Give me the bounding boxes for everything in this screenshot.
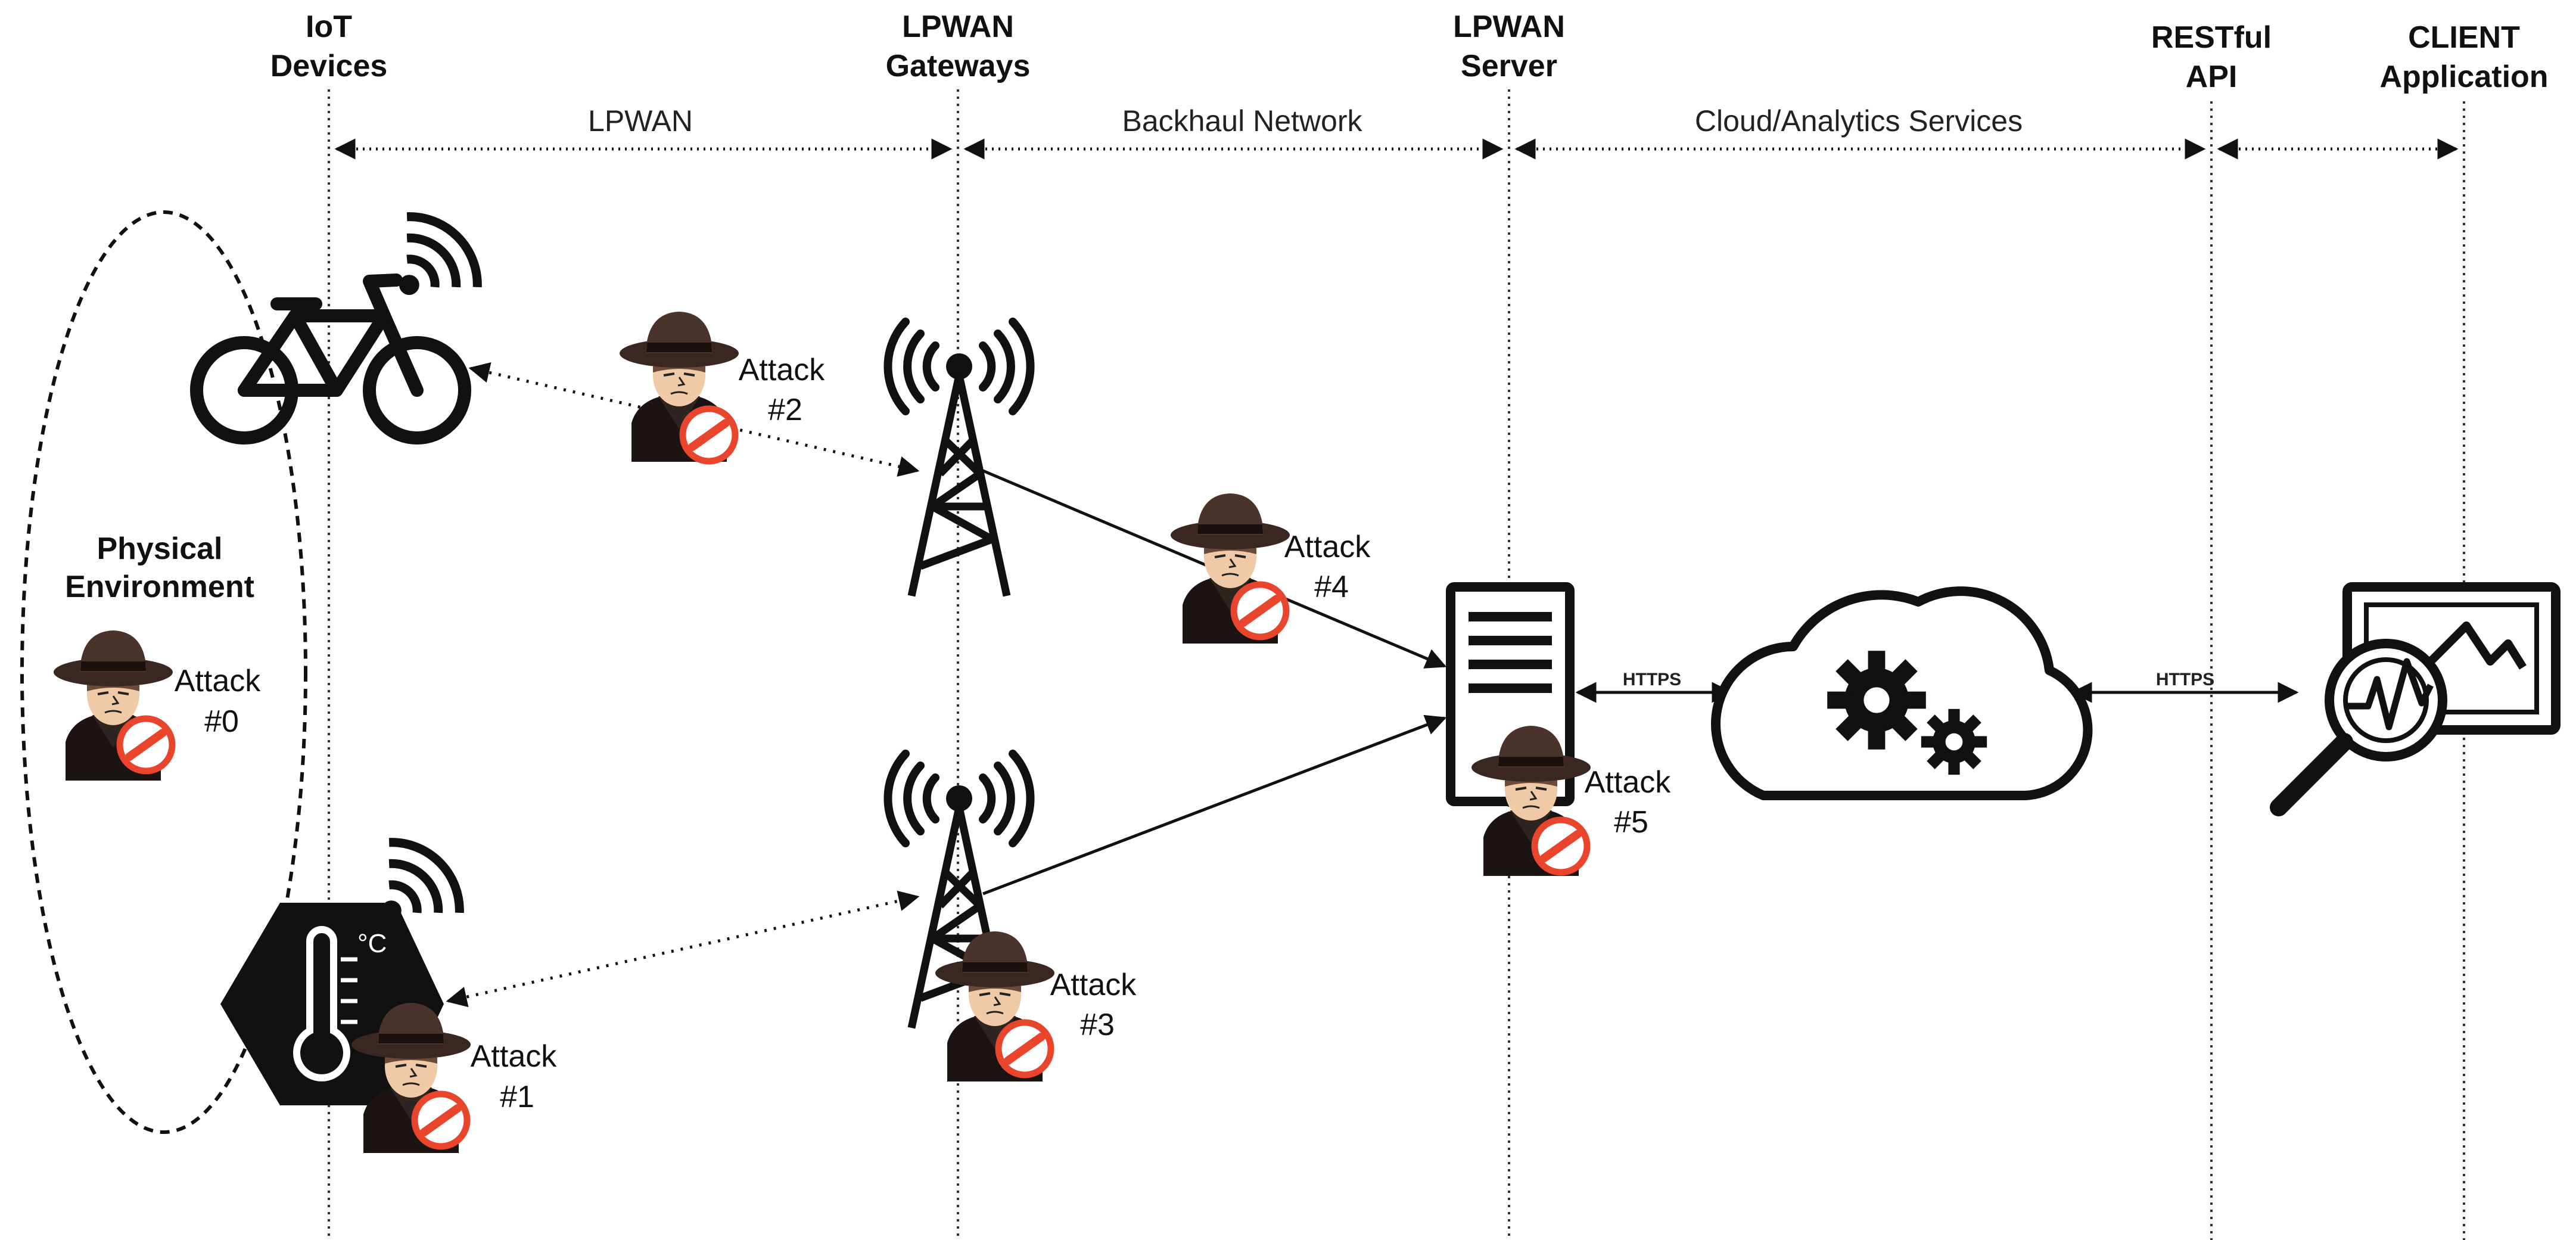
attack-label-number: #1: [500, 1080, 534, 1114]
radio-tower-icon: [888, 322, 1030, 596]
column-header-line2: Gateways: [886, 49, 1031, 83]
no-entry-icon: [415, 1094, 467, 1146]
column-header-iot: IoT Devices: [270, 10, 388, 83]
attack-label-word: Attack: [175, 664, 261, 698]
attack-label-number: #2: [768, 393, 802, 427]
attack-1: Attack #1: [351, 1002, 557, 1153]
column-header-line1: LPWAN: [1453, 10, 1565, 44]
column-header-gateways: LPWAN Gateways: [886, 10, 1031, 83]
column-header-line1: LPWAN: [902, 10, 1014, 44]
column-header-client: CLIENT Application: [2379, 20, 2548, 94]
column-header-line1: IoT: [306, 10, 352, 44]
attack-label-word: Attack: [739, 353, 825, 387]
attack-label-number: #0: [204, 704, 239, 739]
no-entry-icon: [1234, 585, 1286, 637]
no-entry-icon: [998, 1023, 1051, 1075]
no-entry-icon: [120, 719, 172, 771]
attack-0: Attack #0: [54, 629, 261, 781]
column-header-server: LPWAN Server: [1453, 10, 1565, 83]
attack-label-number: #5: [1614, 805, 1648, 840]
attack-label-word: Attack: [1585, 765, 1671, 800]
segment-label-backhaul: Backhaul Network: [1122, 104, 1363, 138]
https-label-server-cloud: HTTPS: [1623, 670, 1681, 689]
column-divider-lines: [328, 89, 2465, 1240]
segment-label-lpwan: LPWAN: [588, 104, 693, 138]
attack-label-word: Attack: [1050, 968, 1137, 1002]
column-header-line2: Devices: [270, 49, 388, 83]
attack-label-number: #4: [1314, 570, 1349, 604]
attack-label-number: #3: [1080, 1008, 1115, 1042]
environment-label-line2: Environment: [65, 570, 254, 604]
column-header-line1: CLIENT: [2408, 20, 2520, 55]
wifi-signal-icon: [399, 217, 477, 295]
attack-2: Attack #2: [620, 310, 825, 462]
cloud-gears-icon: [1711, 586, 2093, 800]
no-entry-icon: [1535, 820, 1587, 872]
attack-label-word: Attack: [471, 1039, 557, 1074]
thermometer-unit-label: °C: [357, 929, 387, 958]
radio-links: [446, 362, 920, 1008]
https-label-cloud-client: HTTPS: [2156, 670, 2214, 689]
column-header-line2: API: [2186, 60, 2238, 94]
column-header-line2: Application: [2379, 60, 2548, 94]
attack-label-word: Attack: [1284, 530, 1371, 564]
wifi-signal-icon: [381, 843, 459, 921]
attack-5: Attack #5: [1471, 725, 1671, 876]
column-header-line1: RESTful: [2151, 20, 2272, 55]
attack-3: Attack #3: [935, 930, 1137, 1081]
column-header-line2: Server: [1461, 49, 1557, 83]
environment-label-line1: Physical: [97, 532, 222, 566]
physical-environment-boundary: [20, 210, 307, 1134]
analytics-monitor-icon: [2270, 582, 2561, 816]
attack-4: Attack #4: [1171, 492, 1371, 644]
segment-label-cloud: Cloud/Analytics Services: [1695, 104, 2023, 138]
no-entry-icon: [683, 409, 735, 461]
column-header-api: RESTful API: [2151, 20, 2272, 94]
bicycle-icon: [197, 280, 465, 438]
